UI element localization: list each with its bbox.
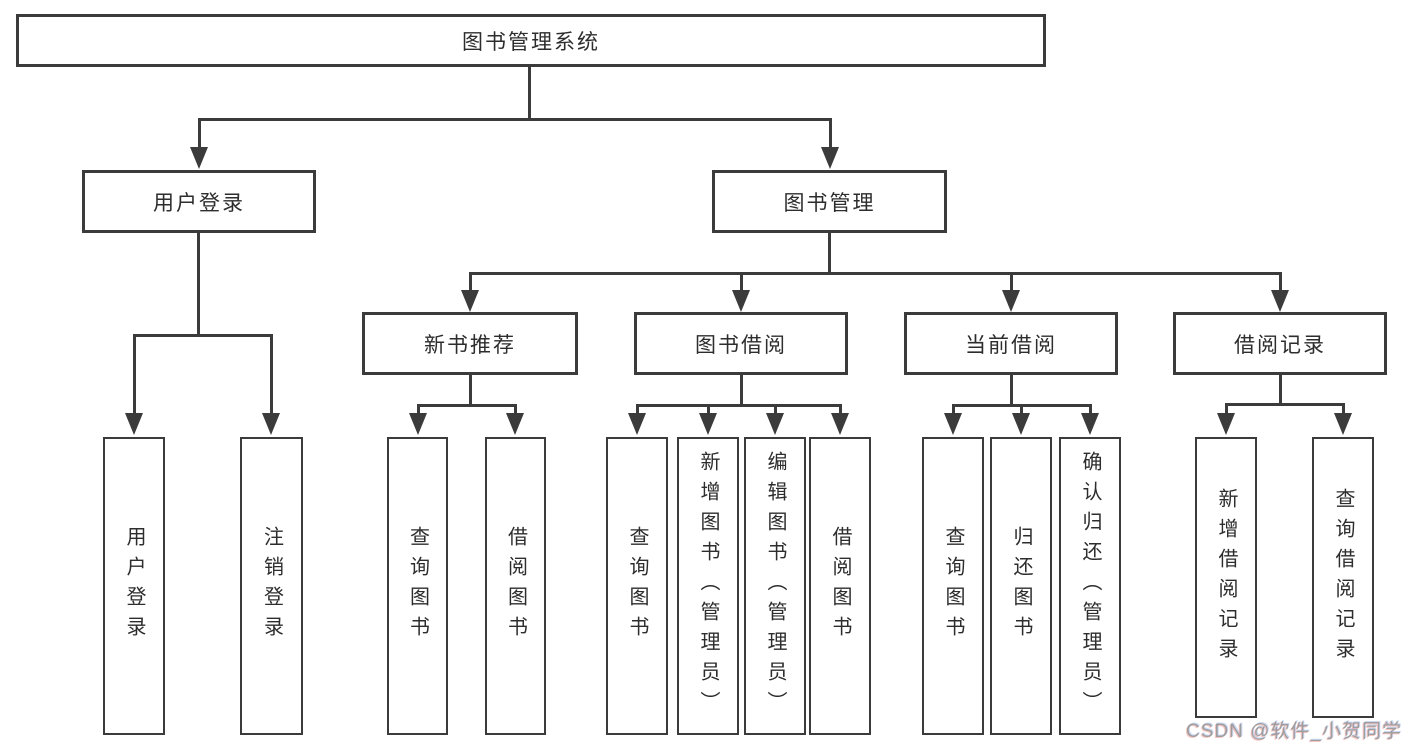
connector-line (1010, 375, 1013, 406)
arrowhead-icon (821, 147, 839, 169)
node-current-borrow-label: 当前借阅 (965, 333, 1057, 357)
arrowhead-icon (1012, 413, 1030, 435)
connector-line (528, 66, 531, 120)
connector-line (707, 404, 710, 416)
connector-line (1279, 272, 1282, 292)
arrowhead-icon (1002, 290, 1020, 312)
arrowhead-icon (409, 413, 427, 435)
node-leaf-bb-borrow-book-label: 借阅图书 (829, 526, 851, 646)
node-new-book-rec-label: 新书推荐 (424, 333, 516, 357)
node-leaf-cb-query-book-label: 查询图书 (942, 526, 964, 646)
connector-line (514, 404, 517, 416)
connector-line (636, 404, 639, 416)
node-leaf-logout-label: 注销登录 (260, 526, 283, 646)
node-leaf-br-query-record: 查询借阅记录 (1312, 437, 1374, 718)
node-borrow-records: 借阅记录 (1173, 312, 1387, 375)
connector-line (133, 334, 136, 416)
connector-line (197, 233, 200, 337)
node-leaf-bb-add-book-label: 新增图书（管理员） (697, 451, 719, 721)
arrowhead-icon (831, 413, 849, 435)
csdn-watermark: CSDN @软件_小贺同学 (1186, 721, 1402, 742)
arrowhead-icon (732, 290, 750, 312)
node-root-label: 图书管理系统 (462, 30, 600, 54)
node-book-mgmt: 图书管理 (712, 170, 947, 233)
arrowhead-icon (1081, 413, 1099, 435)
node-leaf-user-login: 用户登录 (103, 437, 165, 735)
node-leaf-bb-edit-book: 编辑图书（管理员） (744, 437, 806, 735)
connector-line (1225, 403, 1345, 406)
node-leaf-bb-query-book: 查询图书 (606, 437, 668, 735)
node-leaf-user-login-label: 用户登录 (123, 526, 145, 646)
connector-line (469, 272, 472, 292)
arrowhead-icon (506, 413, 524, 435)
node-leaf-rec-query-book-label: 查询图书 (406, 526, 429, 646)
connector-line (1089, 404, 1092, 416)
node-leaf-cb-confirm-return-label: 确认归还（管理员） (1079, 451, 1101, 721)
arrowhead-icon (125, 413, 143, 435)
connector-line (1279, 375, 1282, 405)
node-leaf-rec-query-book: 查询图书 (387, 437, 448, 735)
arrowhead-icon (699, 413, 717, 435)
arrowhead-icon (262, 413, 280, 435)
node-new-book-rec: 新书推荐 (362, 312, 578, 375)
connector-line (1342, 403, 1345, 416)
arrowhead-icon (944, 413, 962, 435)
node-root: 图书管理系统 (16, 14, 1046, 67)
arrowhead-icon (1271, 290, 1289, 312)
connector-line (1010, 272, 1013, 292)
connector-line (952, 404, 955, 416)
node-borrow-records-label: 借阅记录 (1234, 333, 1326, 357)
arrowhead-icon (1334, 413, 1352, 435)
node-leaf-logout: 注销登录 (240, 437, 303, 735)
node-book-borrow: 图书借阅 (634, 312, 848, 375)
connector-line (828, 233, 831, 274)
node-user-login-label: 用户登录 (153, 191, 245, 215)
connector-line (469, 375, 472, 406)
node-leaf-cb-query-book: 查询图书 (922, 437, 984, 735)
connector-line (740, 375, 743, 406)
arrowhead-icon (628, 413, 646, 435)
node-book-borrow-label: 图书借阅 (695, 333, 787, 357)
connector-line (829, 118, 832, 150)
connector-line (417, 404, 517, 407)
arrowhead-icon (766, 413, 784, 435)
node-leaf-bb-borrow-book: 借阅图书 (809, 437, 871, 735)
node-leaf-rec-borrow-book-label: 借阅图书 (504, 526, 527, 646)
node-leaf-cb-return-book: 归还图书 (990, 437, 1052, 735)
node-current-borrow: 当前借阅 (904, 312, 1118, 375)
connector-line (740, 272, 743, 292)
arrowhead-icon (1217, 413, 1235, 435)
connector-line (1225, 403, 1228, 416)
connector-line (839, 404, 842, 416)
node-book-mgmt-label: 图书管理 (783, 191, 876, 215)
node-leaf-br-add-record: 新增借阅记录 (1195, 437, 1257, 718)
node-leaf-cb-confirm-return: 确认归还（管理员） (1059, 437, 1121, 735)
connector-line (198, 118, 832, 121)
arrowhead-icon (190, 147, 208, 169)
connector-line (198, 118, 201, 150)
node-user-login: 用户登录 (82, 170, 316, 233)
node-leaf-rec-borrow-book: 借阅图书 (485, 437, 546, 735)
node-leaf-bb-add-book: 新增图书（管理员） (677, 437, 739, 735)
connector-line (133, 334, 273, 337)
node-leaf-bb-query-book-label: 查询图书 (626, 526, 648, 646)
node-leaf-br-add-record-label: 新增借阅记录 (1215, 487, 1237, 668)
connector-line (1020, 404, 1023, 416)
node-leaf-cb-return-book-label: 归还图书 (1010, 526, 1032, 646)
arrowhead-icon (461, 290, 479, 312)
connector-line (469, 272, 1281, 275)
connector-line (774, 404, 777, 416)
connector-line (636, 404, 841, 407)
connector-line (270, 334, 273, 416)
node-leaf-bb-edit-book-label: 编辑图书（管理员） (764, 451, 786, 721)
connector-line (417, 404, 420, 416)
node-leaf-br-query-record-label: 查询借阅记录 (1332, 487, 1354, 668)
